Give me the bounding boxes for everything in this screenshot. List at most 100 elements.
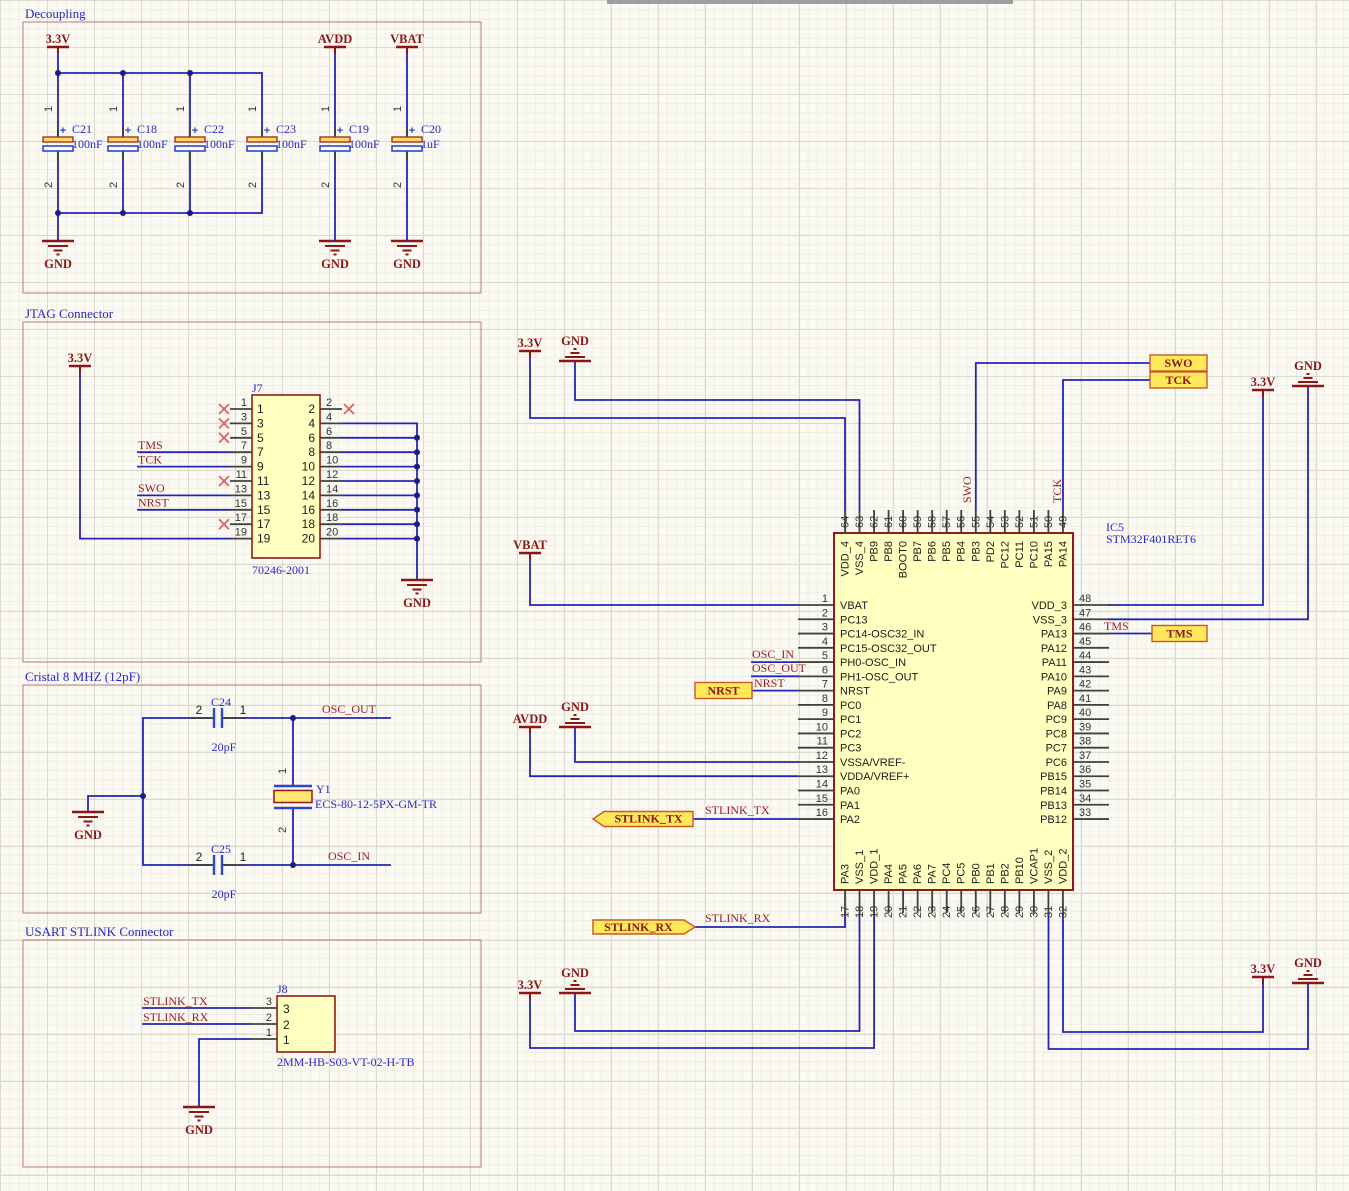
net-label-osc_out[interactable]: OSC_OUT [322, 702, 377, 716]
capacitor-C19[interactable]: C19 [349, 122, 369, 136]
flag-nrst[interactable] [694, 681, 753, 700]
section-box-jtag [22, 321, 482, 663]
wire-mcu-vss3-gnd[interactable] [1108, 385, 1309, 621]
ic-pin-name: PB10 [1014, 857, 1026, 884]
power-port-avdd[interactable]: AVDD [318, 32, 353, 46]
net-label-swo[interactable]: SWO [138, 481, 165, 495]
wire-mcu-3v3-vdd1[interactable] [529, 912, 875, 1049]
ic-pin-number: 3 [822, 622, 828, 634]
cap-polarity: + [337, 125, 343, 137]
power-port-3.3v[interactable]: 3.3V [68, 351, 93, 365]
wire-mcu-swo[interactable] [974, 362, 1151, 511]
gnd-port[interactable]: GND [561, 700, 589, 714]
j7-pin-number: 16 [326, 498, 338, 510]
ic-pin-name: PB12 [1040, 814, 1067, 826]
net-label-stlink_tx[interactable]: STLINK_TX [143, 994, 208, 1008]
wire-mcu-3v3-vdd2[interactable] [1062, 912, 1264, 1033]
power-port-3.3v[interactable]: 3.3V [518, 336, 543, 350]
power-port-vbat[interactable]: VBAT [390, 32, 424, 46]
gnd-port[interactable]: GND [561, 966, 589, 980]
power-port-3.3v[interactable]: 3.3V [518, 978, 543, 992]
power-port-vbat[interactable]: VBAT [513, 538, 547, 552]
gnd-port[interactable]: GND [44, 257, 72, 271]
wire-usart-gnd[interactable] [198, 1038, 251, 1108]
flag-stlink_tx[interactable] [591, 810, 694, 828]
junction-dot [140, 793, 146, 799]
section-box-crystal [22, 684, 482, 914]
capacitor-C21[interactable]: C21 [72, 122, 92, 136]
gnd-port[interactable]: GND [74, 828, 102, 842]
section-title-usart: USART STLINK Connector [25, 924, 174, 939]
wire-mcu-3v3-vdd4[interactable] [529, 357, 846, 511]
wire-xtal-gnd[interactable] [87, 795, 144, 813]
cap-pin-number: 2 [175, 182, 187, 188]
wire-mcu-vbat[interactable] [529, 559, 799, 606]
power-port-avdd[interactable]: AVDD [513, 712, 548, 726]
net-label-osc_in[interactable]: OSC_IN [328, 849, 370, 863]
connector-J7[interactable] [251, 394, 321, 559]
power-port-3.3v[interactable]: 3.3V [1251, 375, 1276, 389]
net-label-nrst[interactable]: NRST [754, 676, 785, 690]
net-label-tms[interactable]: TMS [138, 438, 163, 452]
j7-pin-name: 14 [302, 488, 316, 502]
capacitor-C25[interactable]: C25 [211, 842, 231, 856]
net-label-osc_out[interactable]: OSC_OUT [752, 661, 807, 675]
wire-mcu-avdd[interactable] [529, 733, 799, 778]
capacitor-C18[interactable]: C18 [137, 122, 157, 136]
wire-mcu-stlink-rx[interactable] [694, 912, 846, 928]
crystal-Y1[interactable] [273, 789, 313, 804]
ic-pin-name: PB13 [1040, 800, 1067, 812]
gnd-port[interactable]: GND [403, 596, 431, 610]
section-title-jtag: JTAG Connector [25, 306, 114, 321]
capacitor-C24[interactable]: C24 [211, 695, 231, 709]
capacitor-C23[interactable]: C23 [276, 122, 296, 136]
wire-mcu-vdd3-3v3[interactable] [1108, 396, 1264, 606]
flag-swo[interactable] [1149, 354, 1208, 372]
power-port-3.3v[interactable]: 3.3V [46, 32, 71, 46]
no-connect-x [218, 417, 230, 430]
gnd-port[interactable]: GND [321, 257, 349, 271]
net-label-stlink_rx[interactable]: STLINK_RX [143, 1010, 209, 1024]
ic-IC5[interactable] [833, 532, 1074, 891]
net-label-tms[interactable]: TMS [1104, 619, 1129, 633]
gnd-port[interactable]: GND [1294, 359, 1322, 373]
ic-pin-number: 55 [970, 516, 982, 528]
cap-pin-number: 2 [196, 703, 203, 717]
wire-mcu-gnd-vss4[interactable] [574, 360, 861, 511]
net-label-swo[interactable]: SWO [960, 476, 974, 503]
ic-pin-number: 17 [840, 906, 852, 918]
flag-tck[interactable] [1149, 371, 1208, 389]
ic-pin-name: PA13 [1041, 629, 1067, 641]
net-label-stlink_rx[interactable]: STLINK_RX [705, 911, 771, 925]
net-label-nrst[interactable]: NRST [138, 496, 169, 510]
wire-mcu-tck[interactable] [1062, 379, 1151, 511]
power-port-3.3v[interactable]: 3.3V [1251, 962, 1276, 976]
gnd-port[interactable]: GND [561, 334, 589, 348]
wire-mcu-gnd-vss1[interactable] [574, 912, 861, 1032]
cap-pin-number: 1 [240, 703, 247, 717]
capacitor-plate [391, 145, 423, 152]
gnd-port[interactable]: GND [185, 1123, 213, 1137]
net-label-osc_in[interactable]: OSC_IN [752, 647, 794, 661]
ic-pin-number: 5 [822, 650, 828, 662]
wire-jtag-3v3[interactable] [79, 372, 231, 540]
ic-pin-name: VSS_3 [1033, 614, 1067, 626]
cap-polarity: + [264, 125, 270, 137]
j7-pin-name: 2 [308, 402, 315, 416]
capacitor-C22[interactable]: C22 [204, 122, 224, 136]
net-label-tck[interactable]: TCK [1050, 479, 1064, 503]
ic-pin-name: PH1-OSC_OUT [840, 671, 919, 683]
connector-J8[interactable] [276, 995, 336, 1053]
gnd-port[interactable]: GND [1294, 956, 1322, 970]
wire-mcu-gnd-vssa[interactable] [574, 726, 799, 763]
capacitor-plate [107, 136, 139, 143]
crystal-pin-number: 2 [277, 827, 289, 833]
flag-stlink_rx[interactable] [592, 919, 697, 935]
wire-mcu-gnd-vss2[interactable] [1047, 912, 1309, 1050]
gnd-port[interactable]: GND [393, 257, 421, 271]
ic-pin-number: 13 [816, 764, 828, 776]
net-label-stlink_tx[interactable]: STLINK_TX [705, 803, 770, 817]
net-label-tck[interactable]: TCK [138, 453, 162, 467]
capacitor-C20[interactable]: C20 [421, 122, 441, 136]
flag-tms[interactable] [1151, 624, 1208, 643]
